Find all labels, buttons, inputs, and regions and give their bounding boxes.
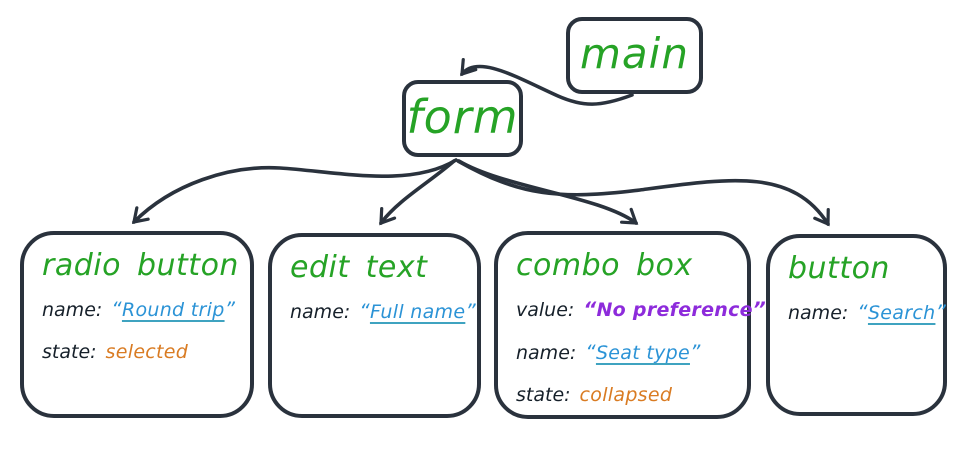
node-radio-button: radio button name: “Round trip” state: sel… (20, 231, 254, 418)
edge-main-to-form (460, 58, 634, 106)
node-button: button name: “Search” (766, 234, 947, 416)
value-text: Search (867, 302, 936, 324)
property-value: “No preference” (583, 297, 767, 321)
value-text: Full name (369, 301, 466, 323)
value-text: No preference (596, 299, 753, 321)
close-quote: ” (224, 297, 236, 321)
close-quote: ” (752, 297, 767, 321)
value-text: Seat type (595, 342, 690, 364)
node-edit-text-label: edit text (290, 250, 428, 285)
node-form-label: form (406, 89, 519, 144)
property-row-value: value: “No preference” (516, 288, 766, 331)
open-quote: “ (585, 340, 596, 364)
property-value: “Seat type” (585, 340, 701, 364)
close-quote: ” (465, 299, 476, 323)
node-form: form (402, 80, 523, 157)
property-row-name: name: “Seat type” (516, 331, 743, 374)
node-main: main (566, 17, 703, 94)
node-edit-text: edit text name: “Full name” (268, 233, 481, 418)
node-main-label: main (580, 28, 689, 78)
property-row-state: state: selected (42, 331, 246, 373)
property-value: collapsed (579, 384, 673, 406)
node-combo-box-label: combo box (516, 248, 693, 283)
property-label: state: (42, 341, 97, 363)
open-quote: “ (583, 297, 597, 321)
property-label: name: (788, 302, 849, 324)
property-value: “Round trip” (111, 297, 236, 321)
node-radio-button-label: radio button (42, 248, 239, 283)
property-row-name: name: “Search” (788, 291, 946, 334)
node-combo-box: combo box value:“No preference” name:“Se… (494, 231, 766, 419)
property-label: name: (42, 299, 103, 321)
open-quote: “ (111, 297, 122, 321)
close-quote: ” (935, 300, 947, 324)
property-value: selected (105, 341, 189, 363)
open-quote: “ (857, 300, 868, 324)
value-text: Round trip (121, 299, 225, 321)
edge-form-to-radio-button (131, 158, 458, 225)
property-row-name: name: “Full name” (290, 290, 476, 333)
node-button-label: button (788, 251, 890, 286)
property-row-name: name: “Round trip” (42, 288, 246, 331)
edge-form-to-button (456, 159, 830, 227)
property-value: “Full name” (359, 299, 476, 323)
property-value: “Search” (857, 300, 947, 324)
close-quote: ” (689, 340, 701, 364)
property-label: name: (290, 301, 351, 323)
property-label: state: (516, 384, 571, 406)
property-label: value: (516, 299, 575, 321)
open-quote: “ (359, 299, 370, 323)
property-row-state: state: collapsed (516, 374, 743, 416)
edge-form-to-edit-text (379, 159, 456, 226)
property-label: name: (516, 342, 577, 364)
